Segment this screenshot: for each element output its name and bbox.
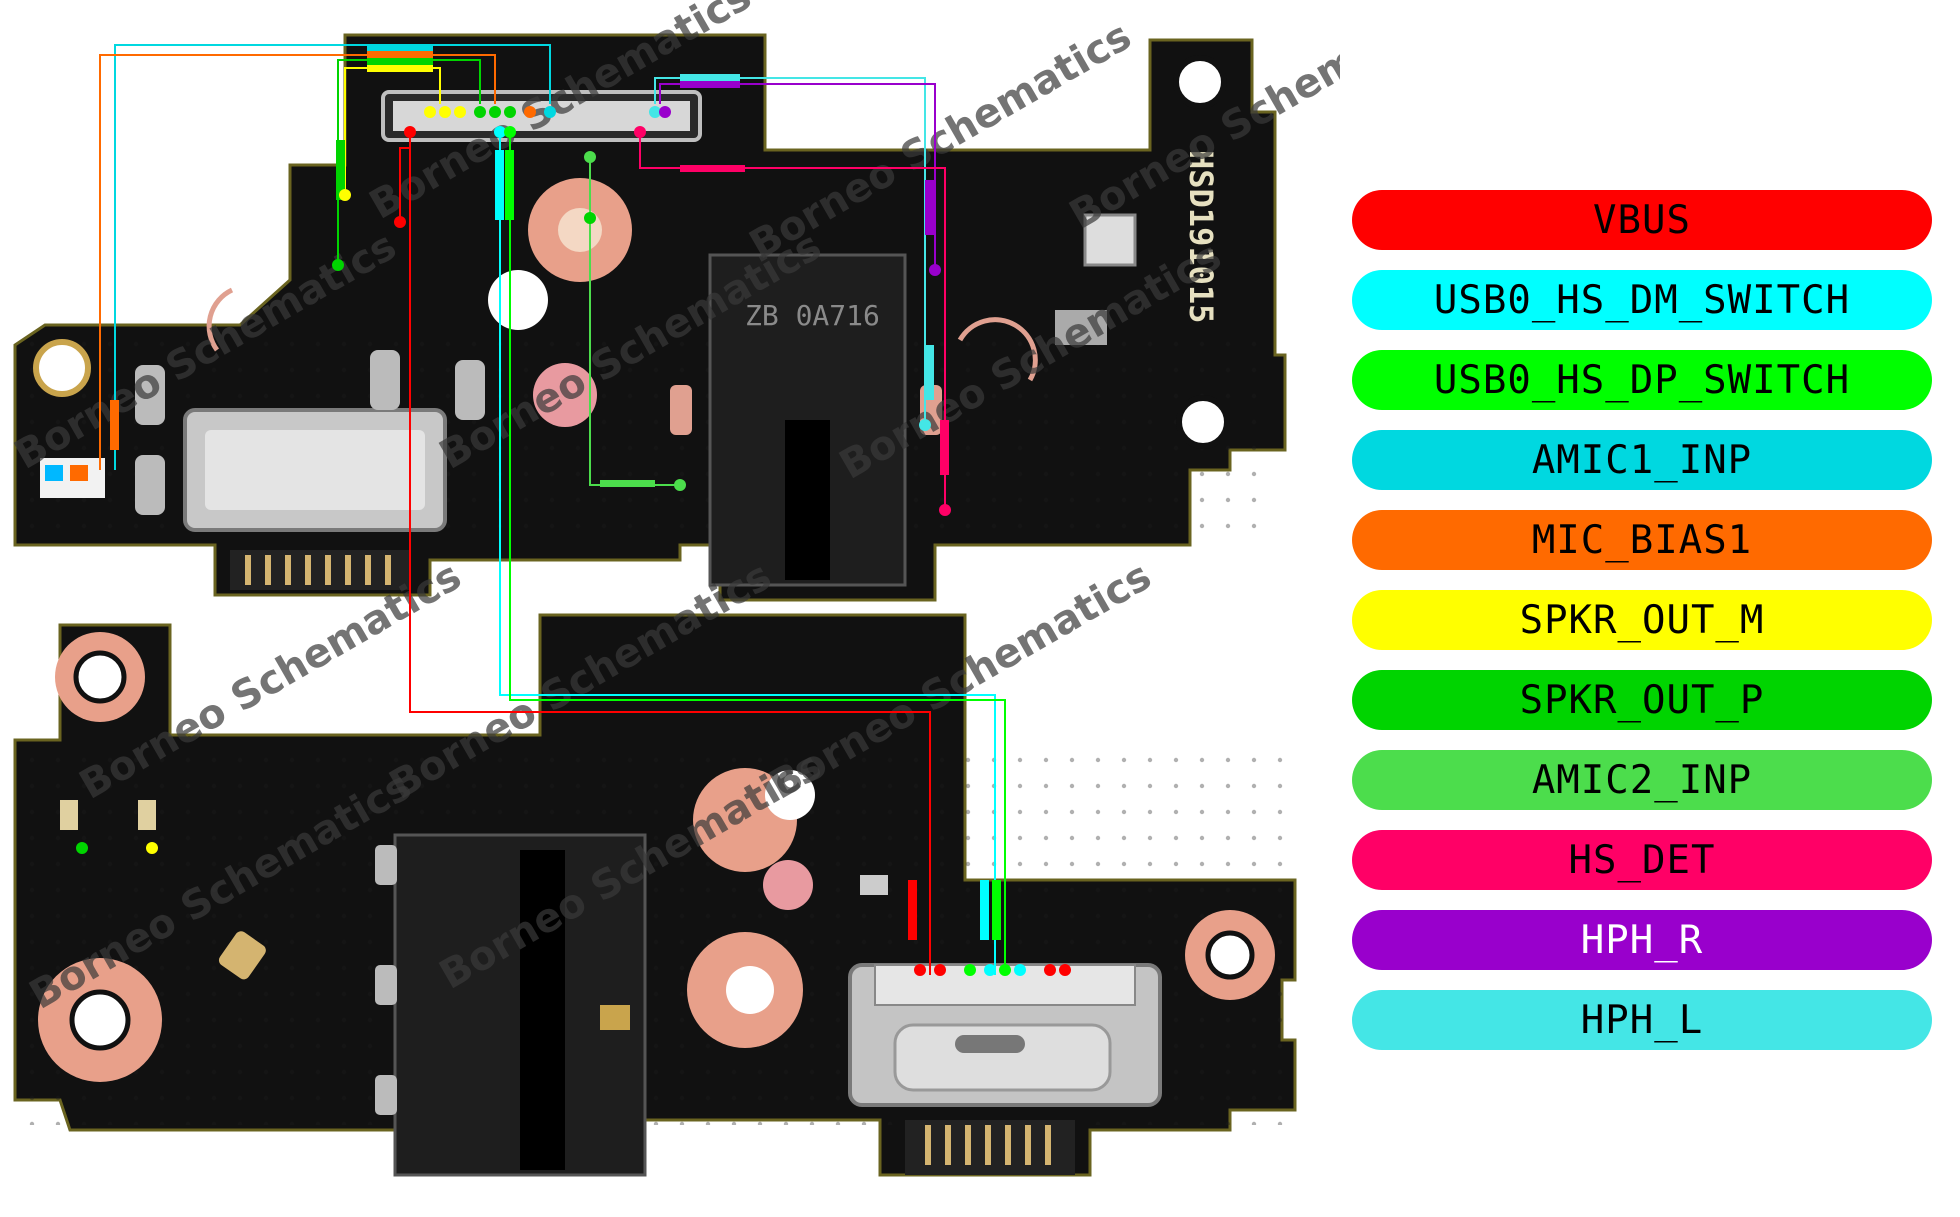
trace-usb-dp [509,132,1006,975]
jack-marking: ZB 0A716 [745,299,880,332]
trace-hs-det [639,132,946,510]
mount-hole-icon [1173,55,1227,109]
legend-item-hph-l: HPH_L [1352,990,1932,1050]
mount-hole-icon [69,989,131,1051]
legend-item-amic2-inp: AMIC2_INP [1352,750,1932,810]
trace-amic1 [114,44,551,470]
bottom-board: Borneo Schematics Borneo Schematics Born… [13,553,1297,1177]
legend-item-hs-det: HS_DET [1352,830,1932,890]
top-board: ZB 0A716 HSD191015 Borneo Schematics Bor… [7,0,1340,602]
trace-mic-bias [99,54,496,470]
trace-hph-l [654,77,926,425]
trace-tags [110,44,1001,940]
legend-item-amic1-inp: AMIC1_INP [1352,430,1932,490]
legend-item-vbus: VBUS [1352,190,1932,250]
mount-hole-icon [33,339,91,397]
legend-item-hph-r: HPH_R [1352,910,1932,970]
legend-item-usb0-hs-dp-switch: USB0_HS_DP_SWITCH [1352,350,1932,410]
board-marking: HSD191015 [1182,150,1220,323]
legend-item-spkr-out-p: SPKR_OUT_P [1352,670,1932,730]
trace-hph-r [659,83,936,270]
pcb-diagram: ZB 0A716 HSD191015 Borneo Schematics Bor… [7,0,1340,1177]
legend-item-mic-bias1: MIC_BIAS1 [1352,510,1932,570]
legend-item-usb0-hs-dm-switch: USB0_HS_DM_SWITCH [1352,270,1932,330]
signal-legend: VBUS USB0_HS_DM_SWITCH USB0_HS_DP_SWITCH AM… [1352,190,1932,1070]
pin-dots [332,106,1071,976]
mount-hole-icon [1176,395,1230,449]
mount-hole-icon [1205,930,1255,980]
trace-usb-dm [499,132,996,975]
trace-vbus [409,132,931,975]
legend-item-spkr-out-m: SPKR_OUT_M [1352,590,1932,650]
signal-traces [99,44,1006,975]
mount-hole-icon [73,650,127,704]
